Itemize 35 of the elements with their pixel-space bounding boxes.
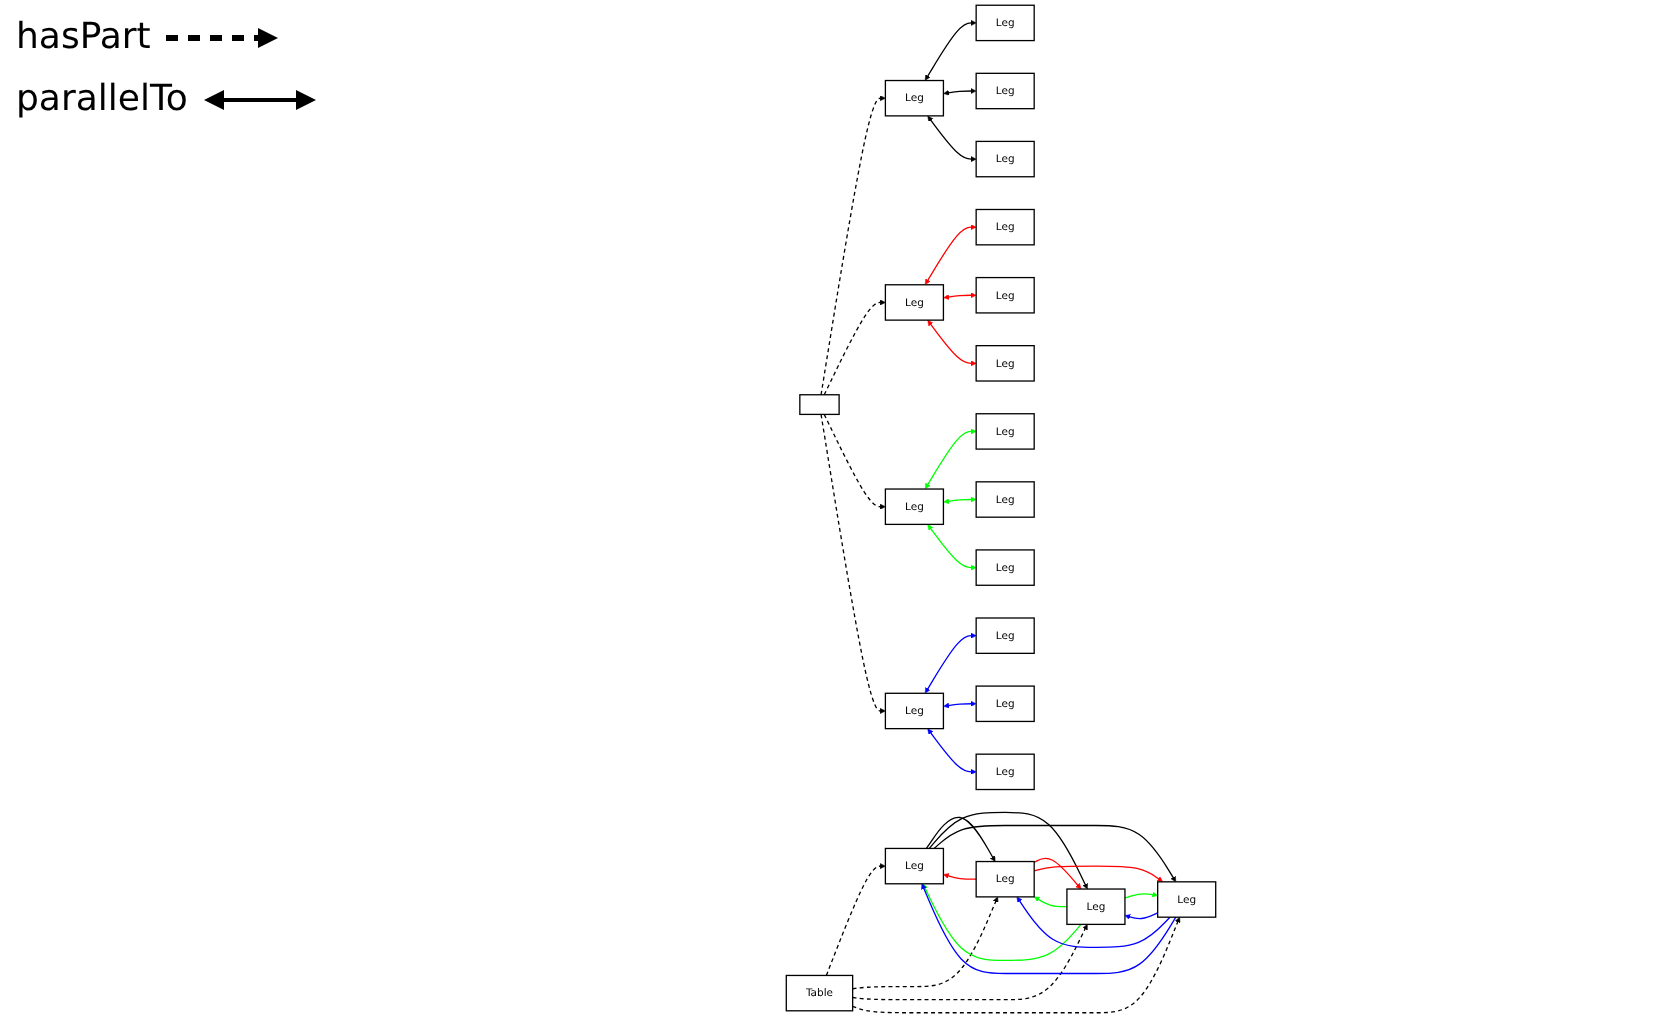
arrow — [927, 728, 977, 775]
legend-label: parallelTo — [16, 78, 188, 120]
arrow — [823, 299, 886, 396]
arrow — [928, 811, 1088, 890]
arrow — [820, 413, 886, 714]
arrow — [922, 883, 1082, 962]
arrow — [924, 20, 977, 81]
arrow — [924, 632, 977, 694]
arrow — [852, 924, 1088, 1001]
arrow — [1124, 912, 1159, 920]
arrow — [943, 496, 977, 505]
arrow — [924, 224, 977, 285]
legend-label: hasPart — [16, 16, 151, 58]
arrow — [943, 873, 977, 880]
arrow — [1033, 896, 1068, 908]
arrow — [927, 320, 977, 367]
arrow — [852, 896, 999, 990]
arrow — [1033, 865, 1163, 883]
arrow — [943, 88, 977, 96]
arrow — [943, 700, 977, 709]
arrow — [1016, 896, 1171, 948]
arrow — [943, 292, 977, 300]
arrow — [820, 95, 886, 396]
arrow — [1124, 891, 1158, 899]
arrow — [1033, 857, 1082, 890]
arrow — [921, 883, 1177, 975]
arrow — [825, 863, 886, 977]
node-box — [799, 394, 840, 416]
arrow — [927, 115, 977, 162]
arrow — [823, 413, 886, 510]
arrow — [927, 524, 977, 571]
arrow — [925, 816, 996, 862]
arrow — [852, 916, 1181, 1014]
arrow — [924, 428, 977, 490]
arrow — [933, 824, 1177, 883]
